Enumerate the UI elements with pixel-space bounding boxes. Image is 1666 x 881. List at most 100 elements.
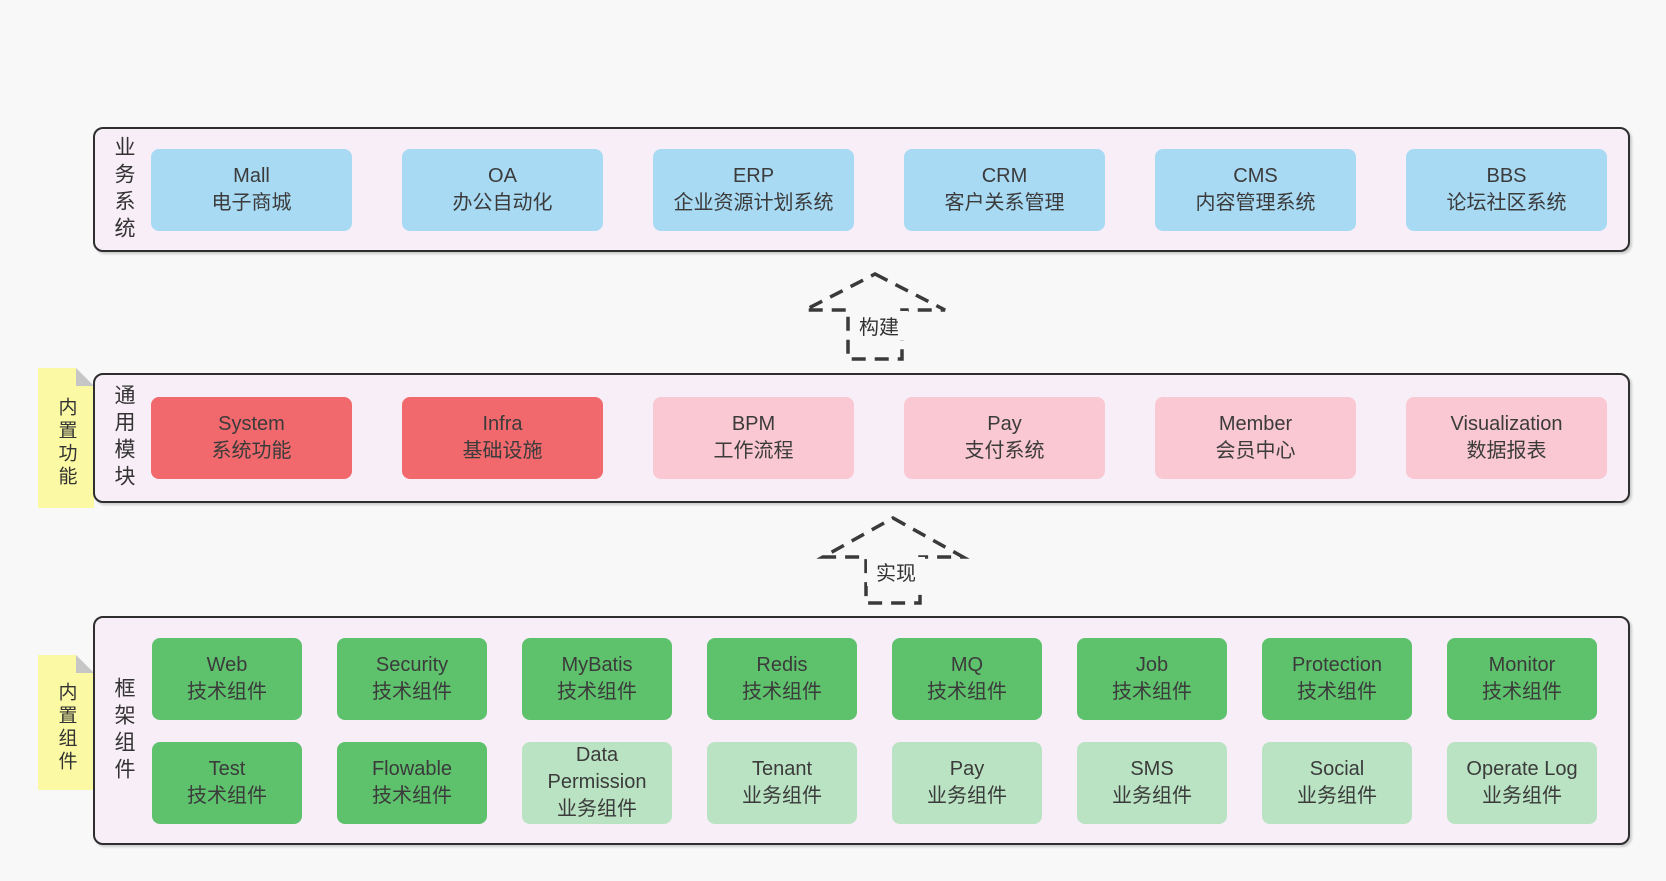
component-desc: 技术组件: [187, 784, 267, 807]
component-desc: 技术组件: [557, 680, 637, 703]
component-desc: 业务组件: [1297, 784, 1377, 807]
component-box: Pay 支付系统: [904, 397, 1105, 479]
implement-arrow-icon: [816, 515, 970, 605]
component-name: Web: [206, 653, 248, 676]
component-name: OA: [488, 164, 517, 187]
layer-framework-components: 框架组件 Web 技术组件 Security 技术组件 MyBatis 技术组件 Redis…: [93, 616, 1630, 845]
component-box: OA 办公自动化: [402, 148, 603, 231]
component-desc: 业务组件: [927, 784, 1007, 807]
component-desc: 论坛社区系统: [1446, 191, 1567, 214]
component-name: MyBatis: [561, 653, 633, 676]
component-desc: 会员中心: [1215, 440, 1296, 462]
component-desc: 技术组件: [187, 680, 267, 703]
implement-arrow-label: 实现: [867, 557, 925, 586]
build-arrow-label: 构建: [850, 311, 908, 340]
component-name: CMS: [1233, 164, 1278, 187]
component-box: SMS 业务组件: [1077, 741, 1227, 824]
component-box: Visualization 数据报表: [1406, 397, 1607, 479]
component-name: System: [218, 413, 285, 435]
component-box: BBS 论坛社区系统: [1406, 148, 1607, 231]
component-name: Pay: [987, 413, 1022, 435]
component-box: Tenant 业务组件: [707, 741, 857, 824]
component-name: Redis: [756, 653, 808, 676]
component-name: Security: [375, 653, 449, 676]
component-box: Mall 电子商城: [151, 148, 352, 231]
build-arrow-icon: [804, 272, 946, 361]
component-desc: 客户关系管理: [944, 191, 1065, 214]
component-box: Operate Log 业务组件: [1447, 741, 1597, 824]
component-desc: 技术组件: [1297, 680, 1377, 703]
component-box: Web 技术组件: [152, 637, 302, 720]
component-name: CRM: [981, 164, 1028, 187]
sticky-note-builtin-components: 内置组件: [38, 655, 94, 790]
component-name: ERP: [732, 164, 775, 187]
sticky-note-label: 内置功能: [55, 397, 77, 489]
component-box: Pay 业务组件: [892, 741, 1042, 824]
component-box: Member 会员中心: [1155, 397, 1356, 479]
component-name: Visualization: [1450, 413, 1563, 435]
component-desc: 业务组件: [1112, 784, 1192, 807]
component-box: Flowable 技术组件: [337, 741, 487, 824]
component-desc: 技术组件: [372, 784, 452, 807]
sticky-note-label: 内置组件: [55, 681, 77, 774]
component-box: Test 技术组件: [152, 741, 302, 824]
component-name: Social: [1309, 757, 1365, 780]
component-name: SMS: [1130, 757, 1174, 780]
component-box: MQ 技术组件: [892, 637, 1042, 720]
component-box: Job 技术组件: [1077, 637, 1227, 720]
component-desc: 业务组件: [557, 798, 637, 820]
component-box: Security 技术组件: [337, 637, 487, 720]
component-desc: 办公自动化: [452, 191, 553, 214]
sticky-note-builtin-features: 内置功能: [38, 368, 94, 508]
component-name: Test: [208, 757, 246, 780]
component-name: Job: [1135, 653, 1169, 676]
layer-label-modules: 通用模块: [112, 384, 135, 492]
component-name: Monitor: [1488, 653, 1556, 676]
component-box: ERP 企业资源计划系统: [653, 148, 854, 231]
component-name: Infra: [482, 413, 523, 435]
component-box: BPM 工作流程: [653, 397, 854, 479]
component-name: BBS: [1486, 164, 1527, 187]
component-box: Data Permission 业务组件: [522, 741, 672, 824]
component-name: Protection: [1291, 653, 1383, 676]
component-box: Monitor 技术组件: [1447, 637, 1597, 720]
component-box: Infra 基础设施: [402, 397, 603, 479]
component-box: Social 业务组件: [1262, 741, 1412, 824]
component-desc: 技术组件: [1482, 680, 1562, 703]
component-box: Protection 技术组件: [1262, 637, 1412, 720]
component-name: Mall: [233, 164, 270, 187]
component-name: BPM: [731, 413, 776, 435]
component-desc: 电子商城: [211, 191, 292, 214]
component-desc: 基础设施: [462, 440, 543, 462]
component-desc: 业务组件: [1482, 784, 1562, 807]
layer-label-business: 业务系统: [112, 135, 135, 244]
component-box: MyBatis 技术组件: [522, 637, 672, 720]
component-name: Pay: [949, 757, 985, 780]
component-name: Operate Log: [1466, 757, 1578, 780]
component-name: Data Permission: [547, 744, 647, 793]
component-desc: 工作流程: [713, 440, 794, 462]
component-desc: 支付系统: [964, 440, 1045, 462]
component-name: Flowable: [371, 757, 453, 780]
component-name: Member: [1218, 413, 1293, 435]
component-desc: 业务组件: [742, 784, 822, 807]
layer-label-components: 框架组件: [112, 676, 135, 785]
component-desc: 技术组件: [372, 680, 452, 703]
layer-business-systems: 业务系统 Mall 电子商城 OA 办公自动化 ERP 企业资源计划系统 CRM 客户关系管理…: [93, 127, 1630, 252]
component-desc: 技术组件: [1112, 680, 1192, 703]
component-desc: 企业资源计划系统: [673, 191, 834, 214]
component-name: MQ: [950, 653, 984, 676]
component-name: Tenant: [751, 757, 813, 780]
component-desc: 数据报表: [1466, 440, 1547, 462]
component-desc: 技术组件: [927, 680, 1007, 703]
